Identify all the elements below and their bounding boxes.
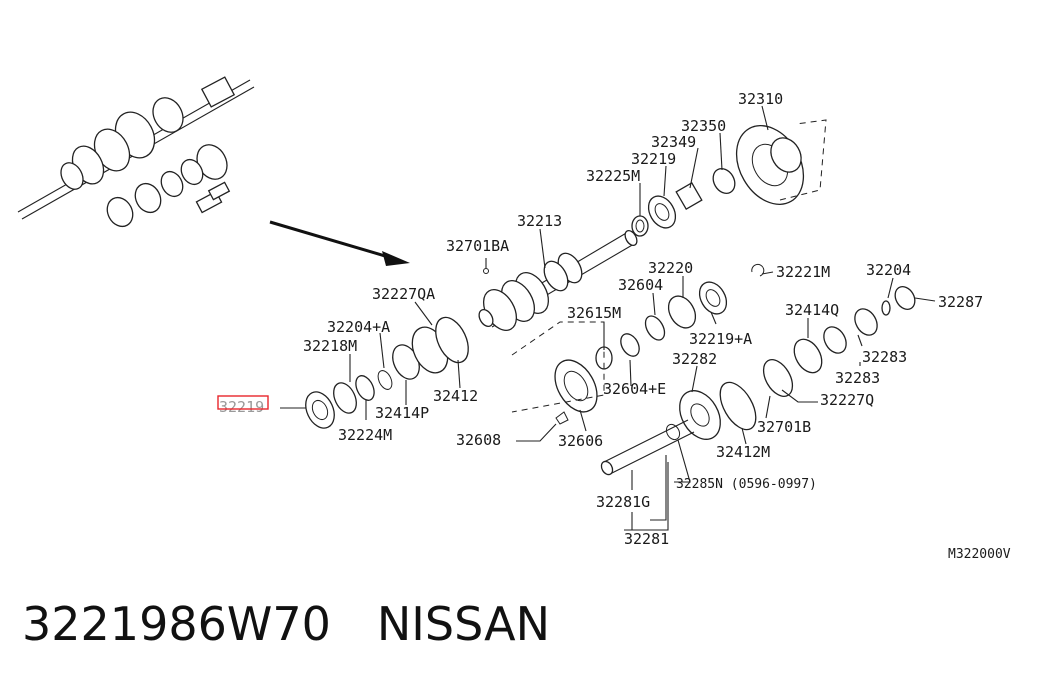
diagram-code: M322000V bbox=[948, 547, 1011, 562]
callout-32414q[interactable]: 32414Q bbox=[785, 301, 839, 319]
callout-32701ba[interactable]: 32701BA bbox=[446, 237, 509, 255]
callout-32604[interactable]: 32604 bbox=[618, 276, 663, 294]
callout-32287[interactable]: 32287 bbox=[938, 293, 983, 311]
callout-32281g[interactable]: 32281G bbox=[596, 493, 650, 511]
overview-thumbnail bbox=[17, 76, 255, 228]
callout-32350[interactable]: 32350 bbox=[681, 117, 726, 135]
callout-32285n[interactable]: 32285N (0596-0997) bbox=[676, 477, 817, 492]
callout-32225m[interactable]: 32225M bbox=[586, 167, 640, 185]
callout-32606[interactable]: 32606 bbox=[558, 432, 603, 450]
callout-32283-lower[interactable]: 32283 bbox=[835, 369, 880, 387]
callout-32227qa[interactable]: 32227QA bbox=[372, 285, 435, 303]
callout-32412[interactable]: 32412 bbox=[433, 387, 478, 405]
callout-32701b[interactable]: 32701B bbox=[757, 418, 811, 436]
part-number: 3221986W70 bbox=[22, 597, 331, 651]
selected-part-highlight[interactable] bbox=[217, 395, 269, 410]
callout-32604-plus-e[interactable]: 32604+E bbox=[603, 380, 666, 398]
left-component-stack bbox=[305, 316, 469, 429]
callout-32213[interactable]: 32213 bbox=[517, 212, 562, 230]
transmission-exploded-diagram: 32310 32350 32349 32219 32225M 32213 327… bbox=[17, 76, 1011, 562]
callout-32282[interactable]: 32282 bbox=[672, 350, 717, 368]
part-title: 3221986W70 NISSAN bbox=[22, 597, 550, 651]
callout-32219-plus-a[interactable]: 32219+A bbox=[689, 330, 752, 348]
callout-32221m[interactable]: 32221M bbox=[776, 263, 830, 281]
main-shaft-assembly bbox=[478, 119, 827, 331]
callout-labels: 32310 32350 32349 32219 32225M 32213 327… bbox=[217, 90, 1011, 562]
callout-32220[interactable]: 32220 bbox=[648, 259, 693, 277]
counter-shaft-assembly bbox=[511, 263, 916, 476]
callout-32349[interactable]: 32349 bbox=[651, 133, 696, 151]
brand-name: NISSAN bbox=[376, 597, 550, 651]
pointer-arrow bbox=[269, 220, 410, 266]
callout-32310[interactable]: 32310 bbox=[738, 90, 783, 108]
callout-32281[interactable]: 32281 bbox=[624, 530, 669, 548]
callout-32615m[interactable]: 32615M bbox=[567, 304, 621, 322]
callout-32414p[interactable]: 32414P bbox=[375, 404, 429, 422]
callout-32412m[interactable]: 32412M bbox=[716, 443, 770, 461]
callout-32219-upper[interactable]: 32219 bbox=[631, 150, 676, 168]
callout-32218m[interactable]: 32218M bbox=[303, 337, 357, 355]
callout-32227q[interactable]: 32227Q bbox=[820, 391, 874, 409]
callout-32204-plus-a[interactable]: 32204+A bbox=[327, 318, 390, 336]
callout-32204[interactable]: 32204 bbox=[866, 261, 911, 279]
leader-lines bbox=[280, 105, 936, 531]
callout-32283-upper[interactable]: 32283 bbox=[862, 348, 907, 366]
callout-32219-selected[interactable]: 32219 bbox=[219, 398, 264, 416]
callout-32224m[interactable]: 32224M bbox=[338, 426, 392, 444]
callout-32608[interactable]: 32608 bbox=[456, 431, 501, 449]
